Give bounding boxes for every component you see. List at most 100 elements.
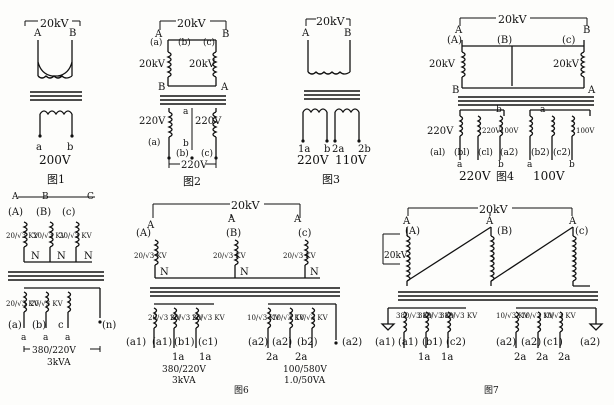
fig7-lv2-text-2: 10/√3 KV bbox=[521, 312, 555, 320]
fig7-ground-symbol-2 bbox=[588, 323, 604, 331]
fig4-label-c-paren: (c) bbox=[562, 35, 576, 46]
fig7-term-2a-1: 2a bbox=[514, 352, 526, 363]
fig6-n-label-1: N bbox=[160, 267, 169, 278]
fig6-n-label-3: N bbox=[310, 267, 319, 278]
fig3-v2: 110V bbox=[335, 153, 367, 167]
fig4-cap-B2: B bbox=[452, 85, 459, 96]
fig4-bottom-label-bl: (bl) bbox=[454, 147, 470, 158]
figure-5: A B C (A) (B) (c) 20/√3 KV 20/√3 KV 20/√… bbox=[6, 192, 116, 368]
fig4-label-B-paren: (B) bbox=[497, 35, 512, 46]
fig2-lv-left: 220V bbox=[139, 116, 166, 127]
fig5-top-label-A: (A) bbox=[8, 207, 23, 218]
fig4-caption: 图4 bbox=[496, 170, 514, 183]
fig7-ground-symbol-1 bbox=[380, 323, 396, 331]
fig6-cap-A-3: A bbox=[293, 214, 302, 225]
fig2-lv-coil-left bbox=[168, 111, 173, 138]
fig1-terminal-a: a bbox=[36, 142, 42, 153]
fig6-bottom-label-a2-2: (a2) bbox=[272, 337, 292, 348]
fig2-cap-B-top: B bbox=[222, 29, 229, 40]
fig5-cap-A: A bbox=[11, 192, 19, 202]
fig1-caption: 图1 bbox=[47, 173, 65, 186]
fig7-bottom-label-5: (a2) bbox=[496, 337, 516, 348]
fig2-top-label-b: (b) bbox=[178, 37, 191, 48]
fig6-lv2-text-3: 10/√3 KV bbox=[295, 314, 329, 322]
fig3-secondary-winding-2 bbox=[334, 108, 360, 114]
fig5-bottom-label-c: c bbox=[58, 320, 64, 331]
figure-4: 20kV A B (A) (B) (c) 20kV 20kV B A b a bbox=[427, 13, 596, 183]
fig2-lv-right: 220V bbox=[195, 116, 222, 127]
fig7-lv2-text-3: 10/√3 KV bbox=[543, 312, 577, 320]
fig4-v1: 220V bbox=[459, 169, 491, 183]
fig6-bottom-label-a2-3: (a2) bbox=[342, 337, 362, 348]
fig3-term-2b: 2b bbox=[358, 144, 371, 155]
fig6-rating1-voltage: 380/220V bbox=[162, 365, 206, 375]
fig6-term-1a-2: 1a bbox=[199, 352, 211, 363]
fig2-coil-right-voltage: 20kV bbox=[189, 59, 216, 70]
fig4-lv-label-3: 100V bbox=[500, 127, 519, 135]
fig2-top-label-c: (c) bbox=[203, 37, 215, 48]
fig3-secondary-winding-1 bbox=[302, 108, 328, 114]
fig1-terminal-A: A bbox=[33, 28, 42, 39]
fig4-small-term-b1: b bbox=[498, 160, 504, 170]
fig1-primary-coil bbox=[37, 61, 73, 77]
fig7-term-2a-3: 2a bbox=[558, 352, 570, 363]
figure-2: 20kV A B (a) (b) (c) 20kV 20kV B A 220V … bbox=[139, 17, 229, 188]
fig2-cap-A-top: A bbox=[154, 29, 163, 40]
fig7-bottom-label-6: (a2) bbox=[521, 337, 541, 348]
fig6-bottom-label-c1: (c1) bbox=[198, 337, 218, 348]
fig5-bottom-label-n: (n) bbox=[102, 320, 116, 331]
fig6-term-1a-1: 1a bbox=[172, 352, 184, 363]
fig4-hv-voltage: 20kV bbox=[498, 13, 528, 26]
fig4-lv-coil-1 bbox=[459, 115, 464, 137]
fig5-n-label-1: N bbox=[31, 251, 40, 262]
fig6-lv1-text-3: 20/√3 KV bbox=[192, 314, 226, 322]
fig4-cap-A1: A bbox=[454, 25, 463, 36]
fig6-n-label-2: N bbox=[240, 267, 249, 278]
fig4-small-term-a2: a bbox=[527, 160, 533, 170]
fig3-primary-winding bbox=[307, 71, 351, 75]
fig6-term-2a-2: 2a bbox=[295, 352, 307, 363]
fig1-secondary-winding bbox=[39, 110, 73, 116]
fig5-rating-voltage: 380/220V bbox=[32, 346, 76, 356]
fig2-cap-A-mid: A bbox=[220, 82, 229, 93]
fig4-hv-coil-right bbox=[580, 51, 585, 78]
fig6-cap-A-2: A bbox=[227, 214, 236, 225]
fig4-bottom-label-c2: (c2) bbox=[553, 147, 571, 158]
fig5-coil-text-1: 20/√3 KV bbox=[6, 232, 40, 240]
fig3-hv-voltage: 20kV bbox=[316, 15, 346, 28]
fig2-hv-coil-left bbox=[167, 51, 172, 78]
fig6-hv-voltage: 20kV bbox=[231, 199, 261, 212]
fig7-lv1-text-2: 380/√3 KV bbox=[418, 312, 456, 320]
fig6-lv1-text-2: 20/√3 KV bbox=[170, 314, 204, 322]
fig3-cap-A: A bbox=[301, 28, 310, 39]
figure-1: 20kV A B a b 200V 图1 bbox=[24, 17, 82, 186]
fig7-bottom-label-2: (a1) bbox=[398, 337, 418, 348]
fig7-lv2-text-1: 10/√3 KV bbox=[496, 312, 530, 320]
fig5-lv-coil-text-2: 20/√3 KV bbox=[30, 300, 64, 308]
fig7-coil-voltage: 20kV bbox=[384, 251, 408, 261]
fig6-bottom-label-b2: (b2) bbox=[297, 337, 318, 348]
fig7-delta-link-2 bbox=[490, 226, 574, 282]
fig1-hv-voltage: 20kV bbox=[40, 17, 70, 30]
fig5-top-label-c: (c) bbox=[62, 207, 76, 218]
fig5-lv-coil-text-1: 20/√3 KV bbox=[6, 300, 40, 308]
fig2-small-b: b bbox=[183, 139, 189, 149]
fig5-term-a3: a bbox=[65, 333, 71, 343]
fig2-bottom-label-a: (a) bbox=[148, 137, 160, 148]
fig6-top-label-A: (A) bbox=[136, 228, 151, 239]
fig6-rating2-power: 1.0/50VA bbox=[284, 376, 326, 386]
fig7-cap-A-3: A bbox=[568, 216, 577, 227]
fig6-bottom-label-b1: (b1) bbox=[174, 337, 195, 348]
fig4-small-term-b2: b bbox=[569, 160, 575, 170]
fig6-bottom-label-a2-1: (a2) bbox=[248, 337, 268, 348]
fig6-lv2-text-2: 10/√3 KV bbox=[272, 314, 306, 322]
fig7-caption: 图7 bbox=[484, 385, 499, 396]
fig7-bottom-label-3: (b1) bbox=[422, 337, 443, 348]
fig4-bottom-label-a2: (a2) bbox=[500, 147, 518, 158]
fig5-n-label-3: N bbox=[84, 251, 93, 262]
fig2-bottom-label-c: (c) bbox=[201, 148, 213, 159]
fig5-bottom-label-b: (b) bbox=[32, 320, 46, 331]
fig1-terminal-B: B bbox=[69, 28, 76, 39]
fig4-lv-coil-5 bbox=[551, 115, 556, 137]
